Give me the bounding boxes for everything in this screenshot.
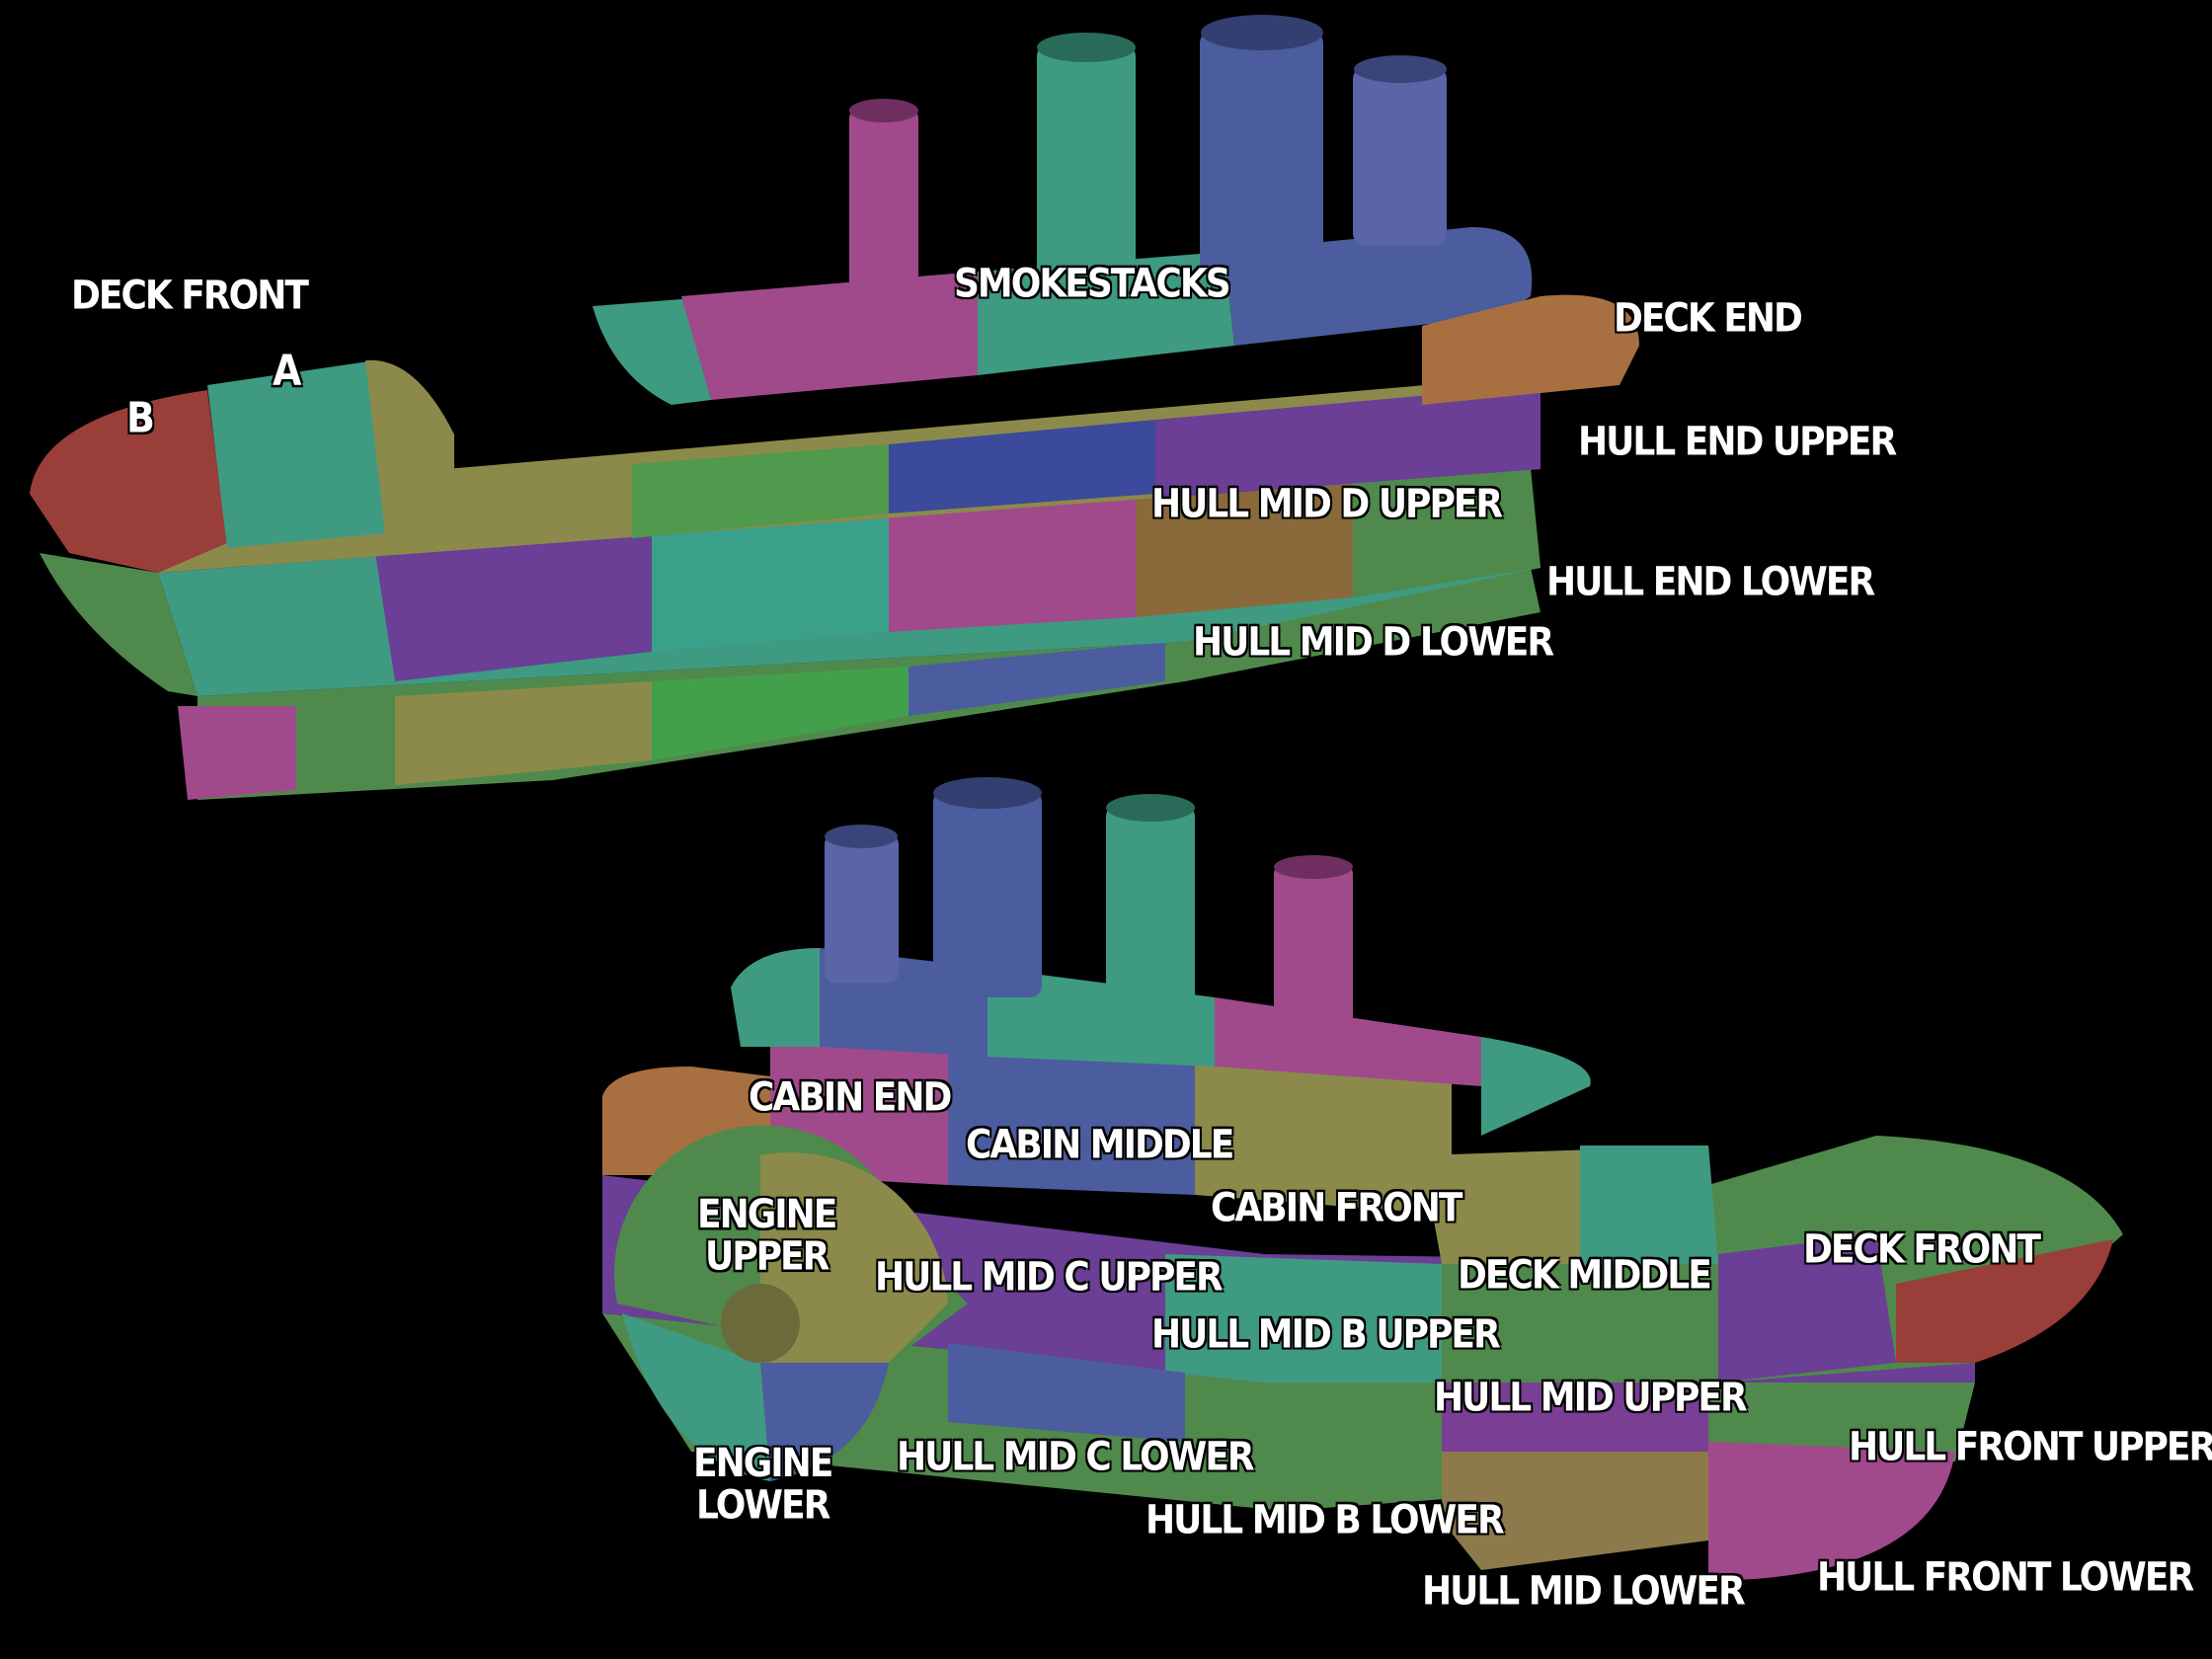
- top-hull-bottom-green: [652, 667, 908, 760]
- label-hull-front-upper: HULL FRONT UPPER: [1849, 1424, 2212, 1470]
- top-stack-magenta-rim: [849, 99, 918, 122]
- bottom-hull-lower-purple: [1442, 1382, 1708, 1452]
- label-marker-b: B: [126, 393, 155, 442]
- label-hull-mid-d-upper: HULL MID D UPPER: [1151, 481, 1503, 527]
- top-stack-green: [1037, 44, 1136, 286]
- bottom-hull-mid-green: [1442, 1264, 1718, 1382]
- bottom-stack-magenta-rim: [1274, 855, 1353, 879]
- label-deck-front-top: DECK FRONT: [71, 273, 309, 319]
- bottom-ship-exterior: [602, 777, 2123, 1580]
- top-hull-bottom-olive: [395, 681, 652, 785]
- bottom-engine-upper-olive: [760, 1152, 948, 1363]
- top-mid-green: [652, 514, 889, 652]
- bottom-engine-lower-blue: [760, 1363, 889, 1481]
- top-bow-green: [40, 553, 198, 696]
- bottom-engine-lower: [622, 1313, 770, 1481]
- bottom-bow-purple: [1718, 1234, 1896, 1382]
- label-hull-mid-upper: HULL MID UPPER: [1434, 1375, 1748, 1421]
- top-upper-green: [632, 444, 889, 538]
- top-stack-blue-small: [1353, 67, 1447, 245]
- label-hull-front-lower: HULL FRONT LOWER: [1817, 1554, 2194, 1601]
- label-cabin-end: CABIN END: [749, 1074, 952, 1121]
- top-mid-purple: [375, 533, 652, 681]
- label-hull-end-lower: HULL END LOWER: [1546, 559, 1875, 605]
- label-marker-a: A: [273, 346, 301, 395]
- bottom-cabin-front: [1195, 1047, 1452, 1215]
- top-ship-cutaway: [30, 15, 1639, 800]
- label-deck-middle: DECK MIDDLE: [1458, 1252, 1712, 1299]
- top-hull-bottom-blue: [908, 642, 1165, 716]
- bottom-stack-green: [1106, 805, 1195, 1012]
- label-deck-end: DECK END: [1614, 295, 1803, 342]
- bottom-deck-middle-teal: [1580, 1146, 1718, 1264]
- top-mid-magenta: [889, 499, 1136, 632]
- label-hull-mid-c-upper: HULL MID C UPPER: [875, 1254, 1224, 1301]
- top-hull-bottom-magenta: [178, 706, 296, 800]
- bottom-stack-blue-small-rim: [825, 825, 898, 848]
- label-cabin-front: CABIN FRONT: [1211, 1185, 1462, 1231]
- label-hull-mid-c-lower: HULL MID C LOWER: [897, 1434, 1255, 1480]
- label-engine-upper-line2: UPPER: [705, 1233, 830, 1280]
- top-mid-green2: [1353, 469, 1540, 597]
- label-cabin-middle: CABIN MIDDLE: [966, 1122, 1234, 1168]
- top-stack-green-rim: [1037, 33, 1136, 62]
- top-bow-teal: [207, 360, 385, 548]
- top-stack-blue-large: [1200, 30, 1323, 276]
- bottom-roof-teal: [731, 948, 820, 1047]
- label-smokestacks: SMOKESTACKS: [954, 261, 1231, 307]
- label-hull-mid-lower: HULL MID LOWER: [1422, 1568, 1746, 1615]
- top-stack-blue-large-rim: [1201, 15, 1323, 50]
- top-deck-end-brown: [1422, 294, 1639, 405]
- top-stack-blue-small-rim: [1354, 55, 1447, 83]
- top-bow-olive: [365, 359, 454, 533]
- label-engine-upper: ENGINE UPPER: [697, 1192, 837, 1280]
- label-hull-mid-b-lower: HULL MID B LOWER: [1146, 1497, 1505, 1543]
- bottom-bow-red: [1896, 1239, 2113, 1363]
- bottom-roof-teal3: [1481, 1037, 1591, 1136]
- top-bow-red: [30, 390, 227, 573]
- bottom-stack-blue-small: [825, 834, 899, 983]
- top-cabin-deck-magenta: [681, 272, 978, 400]
- bottom-stack-magenta: [1274, 864, 1353, 1032]
- bottom-stack-green-rim: [1106, 794, 1195, 822]
- bottom-hull-lower-blue: [948, 1343, 1185, 1442]
- bottom-stack-blue-large: [933, 790, 1042, 997]
- bottom-hull-keel-magenta: [1708, 1442, 1955, 1580]
- bottom-hull-mid-teal: [1165, 1254, 1442, 1382]
- top-stack-magenta: [849, 109, 918, 296]
- top-mid-brown: [1136, 484, 1353, 617]
- label-engine-lower-line2: LOWER: [696, 1482, 830, 1529]
- label-deck-front-bottom: DECK FRONT: [1803, 1226, 2041, 1273]
- top-upper-blue: [889, 420, 1155, 514]
- bottom-stack-blue-large-rim: [933, 777, 1042, 809]
- top-upper-purple: [1155, 385, 1540, 499]
- label-hull-end-upper: HULL END UPPER: [1578, 419, 1897, 465]
- label-engine-lower-line1: ENGINE: [693, 1441, 833, 1487]
- bottom-hull-keel-olive: [1442, 1452, 1708, 1570]
- label-engine-lower: ENGINE LOWER: [693, 1441, 833, 1529]
- label-hull-mid-b-upper: HULL MID B UPPER: [1151, 1311, 1501, 1358]
- label-engine-upper-line1: ENGINE: [697, 1192, 837, 1238]
- bottom-cabin-middle: [948, 1037, 1195, 1195]
- label-hull-mid-d-lower: HULL MID D LOWER: [1193, 619, 1554, 666]
- bottom-engine-hub: [721, 1284, 800, 1363]
- top-cabin-deck-teal: [592, 296, 721, 405]
